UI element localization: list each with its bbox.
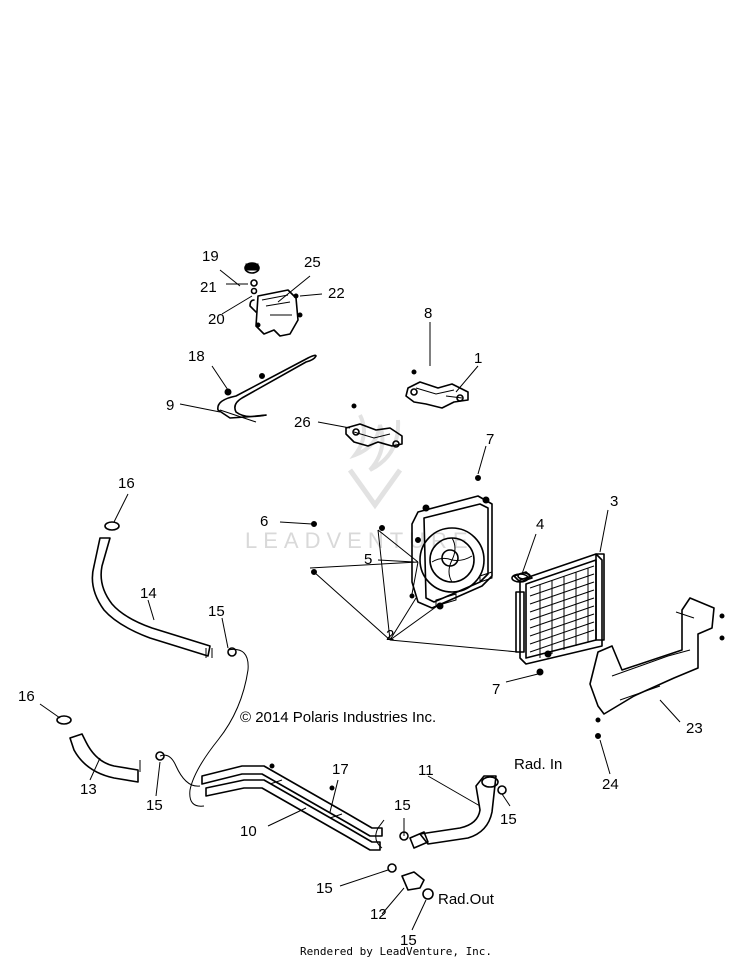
callout-16a: 16 <box>118 475 135 492</box>
overflow-hose <box>217 354 317 423</box>
radiator <box>511 553 605 676</box>
callout-15c: 15 <box>394 797 411 814</box>
callout-19: 19 <box>202 248 219 265</box>
callout-9: 9 <box>166 397 174 414</box>
leader-lines <box>39 269 681 931</box>
callout-15a: 15 <box>208 603 225 620</box>
callout-11: 11 <box>418 762 434 779</box>
callout-25: 25 <box>304 254 321 271</box>
watermark: LEADVENTURE <box>245 414 474 553</box>
callout-22: 22 <box>328 285 345 302</box>
footer-credit: Rendered by LeadVenture, Inc. <box>300 945 492 958</box>
callout-15f: 15 <box>400 932 417 949</box>
radiator-shroud <box>589 597 725 739</box>
callout-8: 8 <box>424 305 432 322</box>
callout-12: 12 <box>370 906 387 923</box>
callout-16b: 16 <box>18 688 35 705</box>
callout-7a: 7 <box>486 431 494 448</box>
callout-1: 1 <box>474 350 482 367</box>
callout-21: 21 <box>200 279 217 296</box>
callout-15d: 15 <box>500 811 517 828</box>
callout-18: 18 <box>188 348 205 365</box>
reservoir-bottle <box>244 262 303 337</box>
callout-10: 10 <box>240 823 257 840</box>
callout-13: 13 <box>80 781 97 798</box>
watermark-text: LEADVENTURE <box>245 528 474 553</box>
bypass-hoses <box>159 648 249 807</box>
hose-13 <box>56 715 165 783</box>
copyright-notice: © 2014 Polaris Industries Inc. <box>240 709 436 726</box>
rad-out-label: Rad.Out <box>438 891 495 908</box>
callout-5: 5 <box>364 551 372 568</box>
callout-20: 20 <box>208 311 225 328</box>
callout-7b: 7 <box>492 681 500 698</box>
callout-15b: 15 <box>146 797 163 814</box>
lower-bracket <box>345 403 403 448</box>
callout-23: 23 <box>686 720 703 737</box>
callout-6: 6 <box>260 513 268 530</box>
callout-4: 4 <box>536 516 544 533</box>
callouts: 1 2 3 4 5 6 7 7 8 9 10 11 12 13 14 15 15… <box>18 248 703 949</box>
upper-bracket <box>405 369 469 409</box>
hose-14 <box>91 521 237 658</box>
coolant-tubes <box>201 763 383 851</box>
callout-26: 26 <box>294 414 311 431</box>
callout-3: 3 <box>610 493 618 510</box>
callout-15e: 15 <box>316 880 333 897</box>
callout-17: 17 <box>332 761 349 778</box>
hose-11 <box>409 775 507 849</box>
callout-2: 2 <box>386 627 394 644</box>
callout-14: 14 <box>140 585 157 602</box>
callout-24: 24 <box>602 776 619 793</box>
rad-in-label: Rad. In <box>514 756 562 773</box>
